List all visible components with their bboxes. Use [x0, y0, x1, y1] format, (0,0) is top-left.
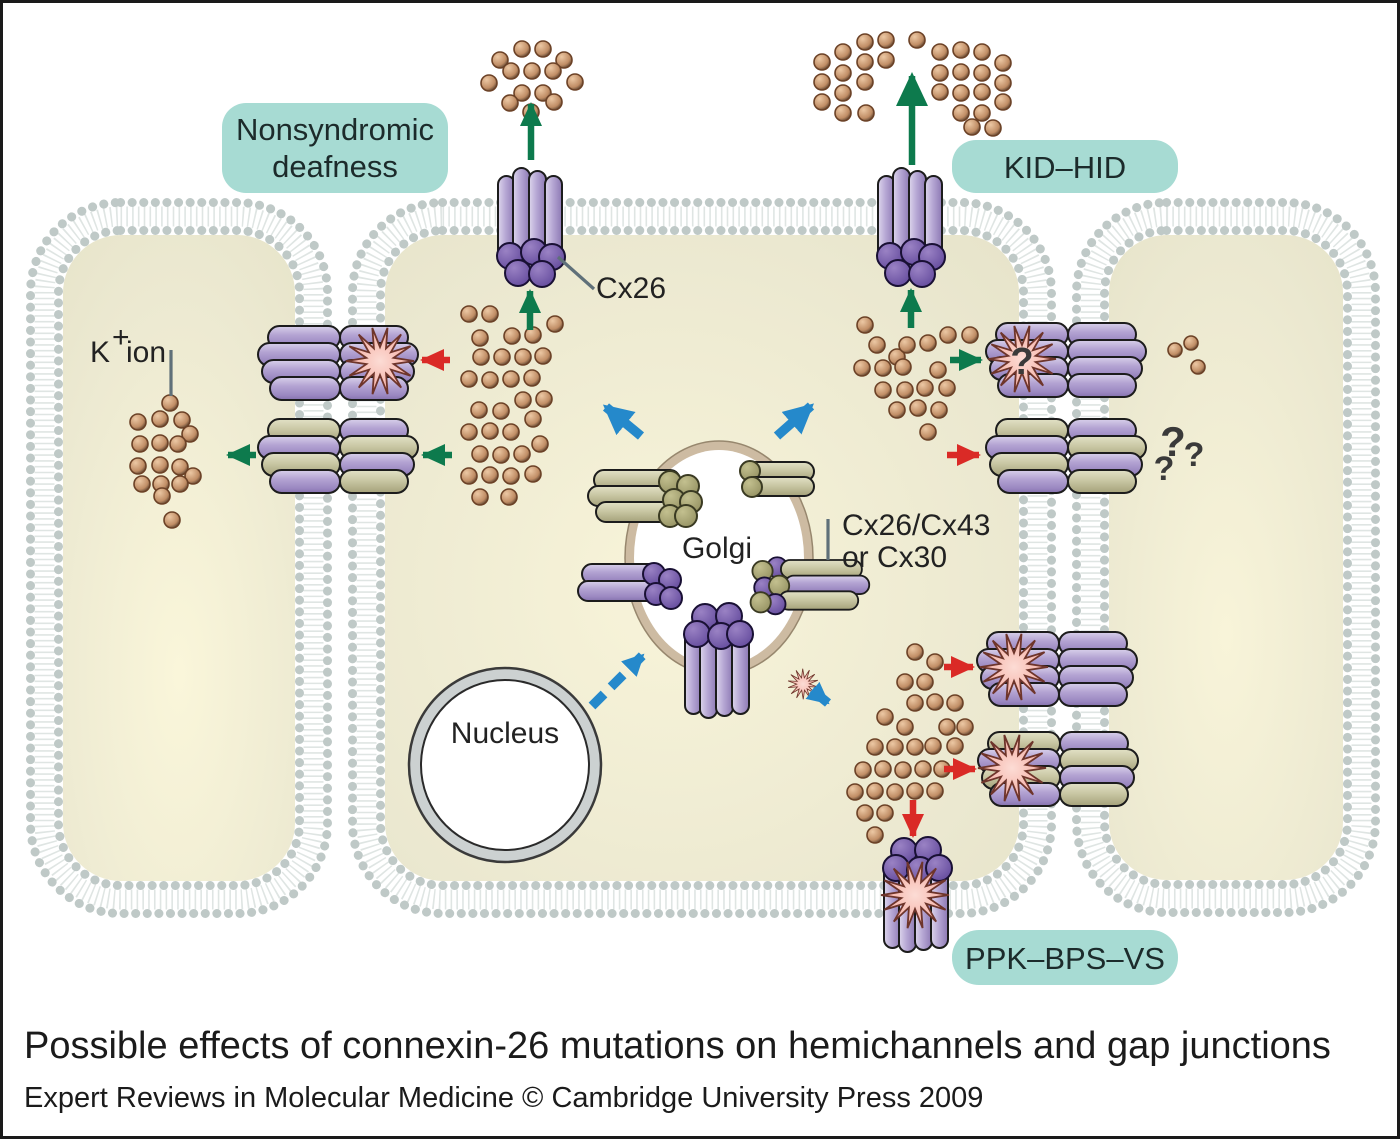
ion-cluster-kid-cytoplasm — [853, 316, 979, 441]
question-mark-3: ? — [1154, 450, 1175, 488]
hemichannel-mutant-ppk — [880, 836, 953, 953]
blue-arrow-nucleus-golgi — [588, 651, 647, 710]
ion-cluster-ppk — [846, 643, 974, 844]
gap-junction-question-right: ? — [985, 322, 1147, 398]
cx26-label: Cx26 — [596, 272, 666, 305]
blue-arrow-golgi-right — [773, 402, 815, 440]
cell-right — [1072, 198, 1380, 917]
badge-kid-hid-label: KID–HID — [1004, 150, 1126, 185]
k-ion-label-rest: ion — [126, 336, 166, 369]
ion-cloud-kid-right — [931, 41, 1012, 137]
golgi-channel-label-line2: or Cx30 — [842, 541, 947, 574]
golgi-bundle-olive-pair — [739, 460, 815, 498]
badge-nonsyndromic-line1: Nonsyndromic — [236, 112, 434, 147]
badge-ppk-bps-vs-label: PPK–BPS–VS — [965, 941, 1165, 976]
cx26-pointer-line — [556, 255, 596, 291]
figure-caption: Possible effects of connexin-26 mutation… — [24, 1025, 1331, 1067]
badge-nonsyndromic-deafness: Nonsyndromic deafness — [222, 103, 448, 193]
question-mark-burst: ? — [1010, 341, 1033, 383]
badge-ppk-bps-vs: PPK–BPS–VS — [952, 930, 1178, 985]
badge-nonsyndromic-line2: deafness — [272, 149, 398, 184]
k-ion-label-base: K — [90, 336, 110, 369]
golgi-channel-label-line1: Cx26/Cx43 — [842, 509, 990, 542]
ion-cluster-middle-cell — [460, 305, 564, 506]
hemichannel-kid — [876, 167, 946, 288]
badge-kid-hid: KID–HID — [952, 140, 1178, 193]
k-ion-label-sup: + — [112, 321, 130, 354]
k-ion-label: K + ion — [90, 321, 166, 369]
question-mark-2: ? — [1184, 436, 1205, 474]
question-marks: ? ? ? — [1154, 418, 1205, 488]
ion-cluster-above-cx26 — [480, 40, 584, 121]
ion-cluster-k-left-cell — [129, 394, 202, 529]
hemichannel-cx26 — [496, 167, 566, 288]
golgi-bundle-olive — [587, 469, 703, 528]
nucleus-label: Nucleus — [451, 717, 559, 750]
golgi-label: Golgi — [682, 532, 752, 565]
blue-arrow-golgi-left — [602, 403, 645, 440]
ion-cloud-kid-left — [813, 31, 926, 122]
arrows — [226, 72, 983, 838]
question-mark-1: ? — [1160, 418, 1186, 465]
cell-left — [26, 198, 332, 918]
blue-arrow-mutant-traffic — [805, 681, 831, 707]
ion-dots-right-cell — [1167, 335, 1206, 375]
figure-credit: Expert Reviews in Molecular Medicine © C… — [24, 1082, 983, 1114]
nucleus — [407, 666, 603, 864]
